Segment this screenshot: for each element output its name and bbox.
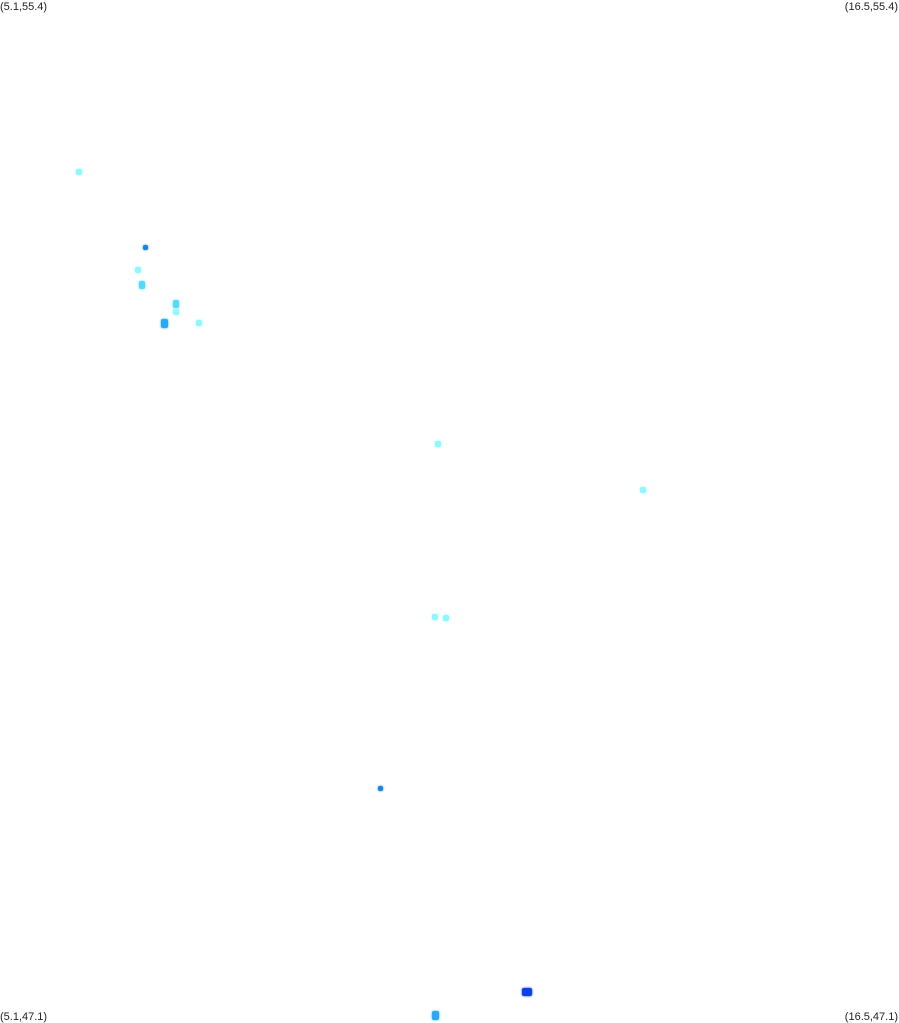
observation-spot	[138, 281, 145, 290]
observation-spot	[172, 309, 179, 316]
observation-spot	[75, 169, 82, 176]
observation-spot	[431, 613, 438, 620]
observation-spot	[135, 267, 141, 274]
observation-spot	[172, 299, 179, 308]
corner-label-bottom-left: (5.1,47.1)	[0, 1011, 48, 1023]
observation-spot	[640, 487, 647, 494]
observation-spot	[195, 320, 202, 327]
observation-spot	[443, 615, 450, 622]
observation-spot	[377, 786, 383, 792]
observation-spot	[431, 1011, 439, 1020]
observation-spot	[521, 987, 532, 996]
corner-label-top-left: (5.1,55.4)	[0, 1, 48, 13]
corner-label-bottom-right: (16.5,47.1)	[844, 1011, 898, 1023]
observation-spot	[143, 244, 149, 250]
observation-spot	[435, 440, 442, 447]
observation-spot	[160, 318, 168, 328]
corner-label-top-right: (16.5,55.4)	[844, 1, 898, 13]
